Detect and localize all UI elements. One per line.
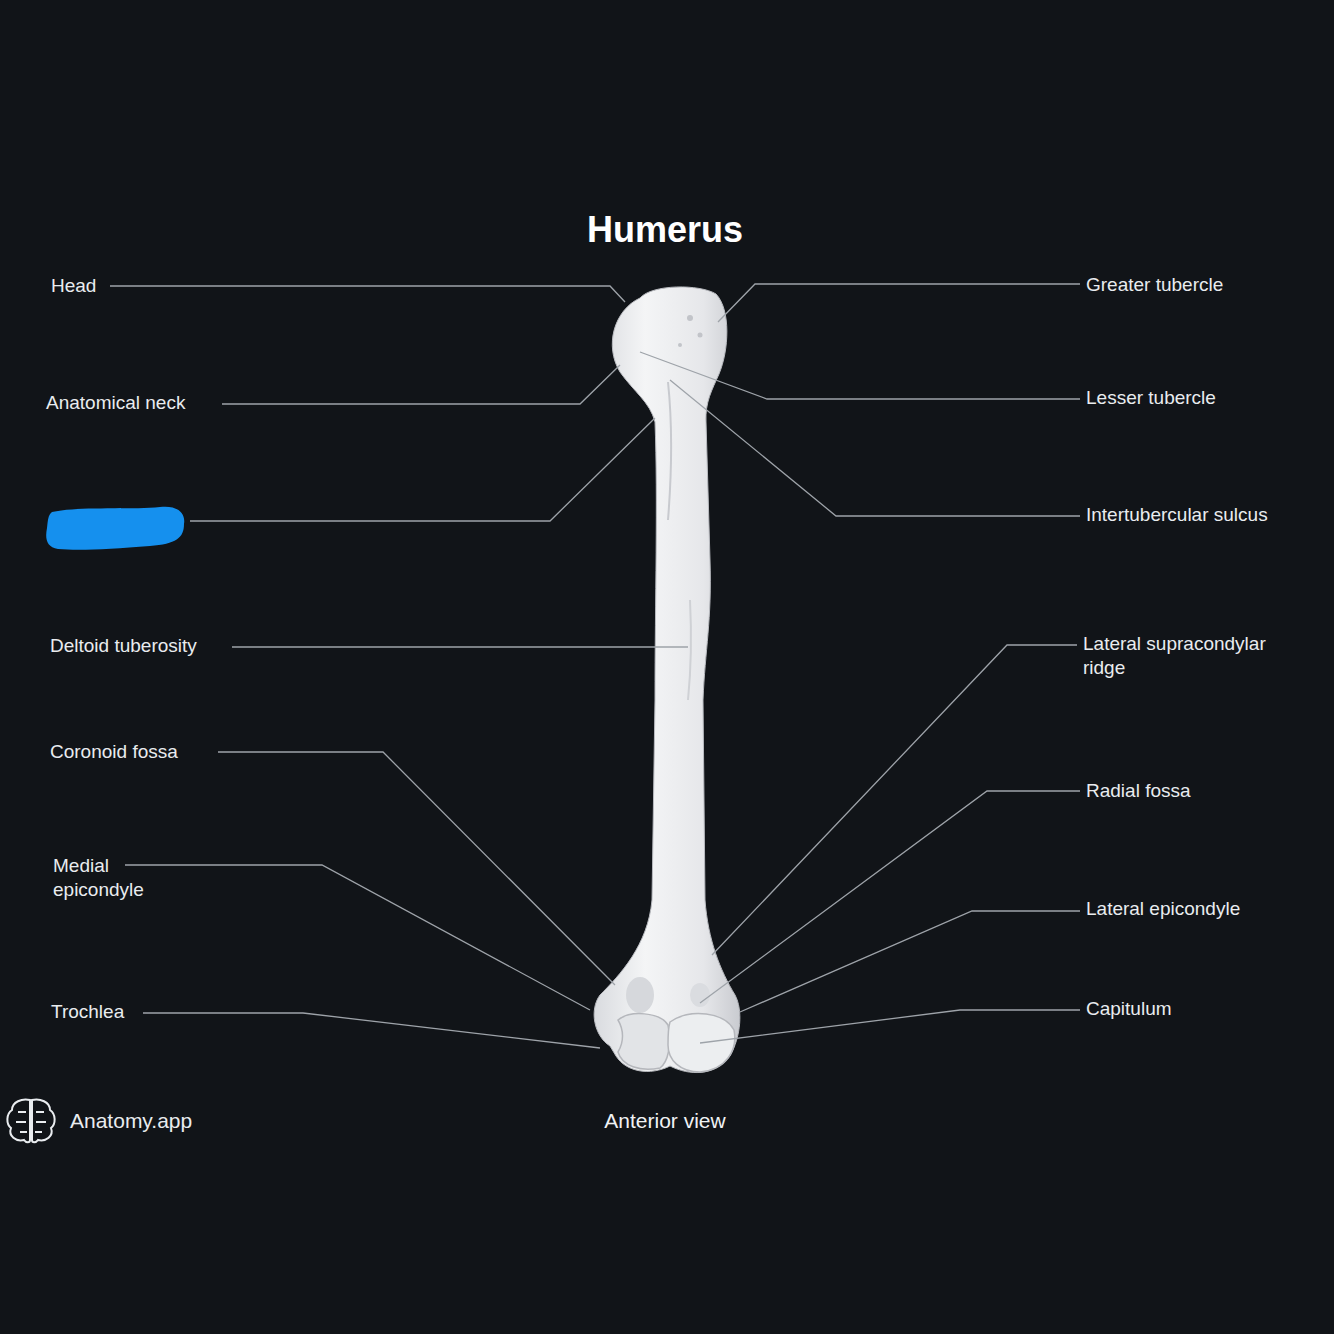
redaction-scribble [46,507,184,550]
bone-part-label: Anatomical neck [46,391,246,415]
leader-line [740,911,1080,1012]
bone-texture [687,315,693,321]
brain-logo [7,1099,54,1142]
leader-line [700,791,1080,1003]
humerus-bone [594,287,740,1073]
leader-line [110,286,625,302]
leader-line [712,645,1077,955]
bone-part-label: Coronoid fossa [50,740,250,764]
leader-line [190,418,655,521]
leader-line [718,284,1080,322]
leader-line [125,865,590,1010]
bone-shading [688,600,691,700]
bone-shading [668,382,671,520]
bone-part-label: Lateral supracondylar ridge [1083,632,1313,680]
trochlea-shape [618,1014,670,1070]
bone-part-label: Lateral epicondyle [1086,897,1326,921]
bone-part-label: Medial epicondyle [53,854,173,902]
leader-line [222,365,620,404]
bone-part-label: Lesser tubercle [1086,386,1326,410]
bone-part-label: Greater tubercle [1086,273,1326,297]
leader-line [670,380,1080,516]
leader-line [218,752,615,985]
bone-part-label: Deltoid tuberosity [50,634,250,658]
coronoid-fossa-shape [626,977,654,1013]
bone-part-label: Intertubercular sulcus [1086,503,1330,527]
diagram-title: Humerus [465,208,865,252]
view-caption: Anterior view [465,1108,865,1134]
leader-line [232,646,688,647]
bone-texture [678,343,682,347]
bone-part-label: Trochlea [51,1000,251,1024]
leader-line [700,1010,1080,1043]
leader-line [143,1013,600,1048]
radial-fossa-shape [690,983,710,1007]
brand-name: Anatomy.app [70,1109,270,1133]
bone-part-label: Head [51,274,251,298]
bone-part-label: Radial fossa [1086,779,1326,803]
leader-lines [110,284,1080,1048]
bone-texture [698,333,703,338]
leader-line [640,352,1080,399]
bone-part-label: Capitulum [1086,997,1326,1021]
